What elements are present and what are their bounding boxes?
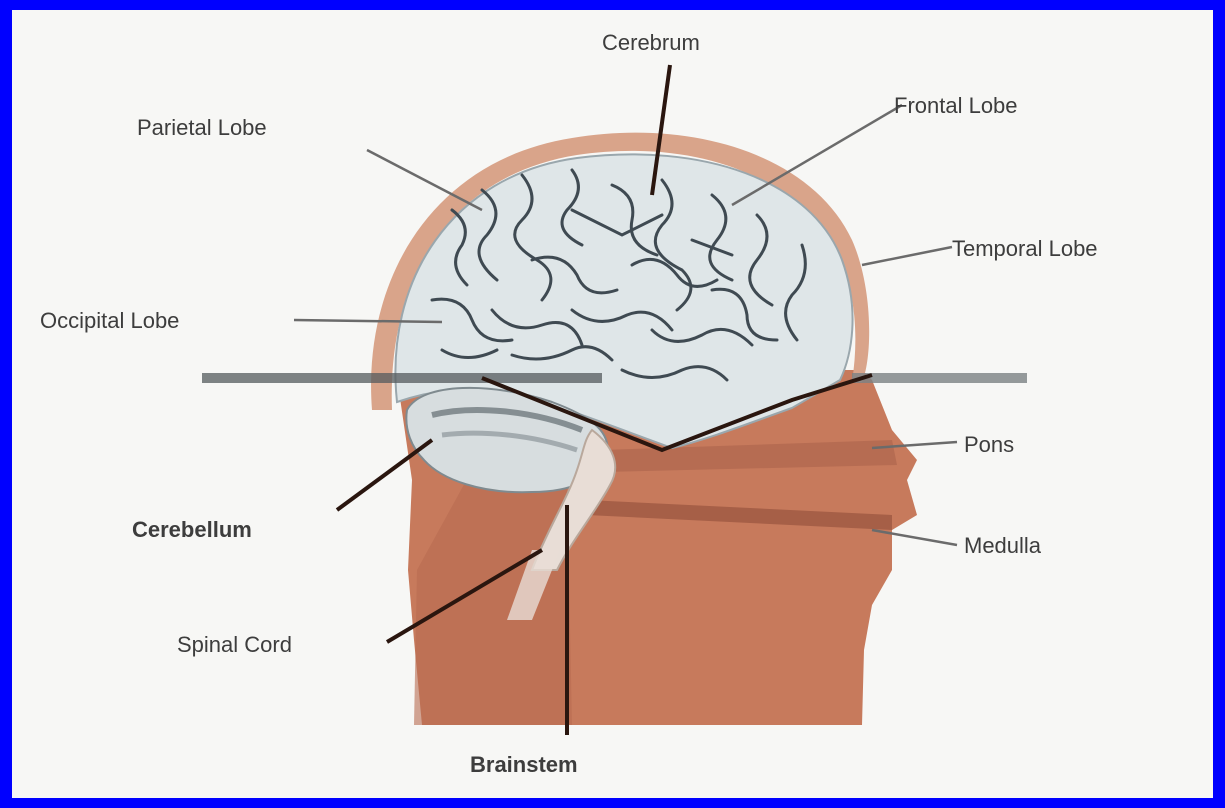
label-parietal-lobe: Parietal Lobe	[137, 115, 267, 140]
label-cerebellum: Cerebellum	[132, 517, 252, 542]
temporal-leader	[862, 247, 952, 265]
label-temporal-lobe: Temporal Lobe	[952, 236, 1098, 261]
label-occipital-lobe: Occipital Lobe	[40, 308, 179, 333]
parietal-leader	[367, 150, 482, 210]
label-medulla: Medulla	[964, 533, 1042, 558]
frontal-leader	[732, 105, 902, 205]
brain-anatomy-diagram: Cerebrum Parietal Lobe Frontal Lobe Temp…	[12, 10, 1213, 798]
label-spinal-cord: Spinal Cord	[177, 632, 292, 657]
diagram-canvas: Cerebrum Parietal Lobe Frontal Lobe Temp…	[12, 10, 1213, 798]
label-pons: Pons	[964, 432, 1014, 457]
label-brainstem: Brainstem	[470, 752, 578, 777]
label-cerebrum: Cerebrum	[602, 30, 700, 55]
label-frontal-lobe: Frontal Lobe	[894, 93, 1018, 118]
